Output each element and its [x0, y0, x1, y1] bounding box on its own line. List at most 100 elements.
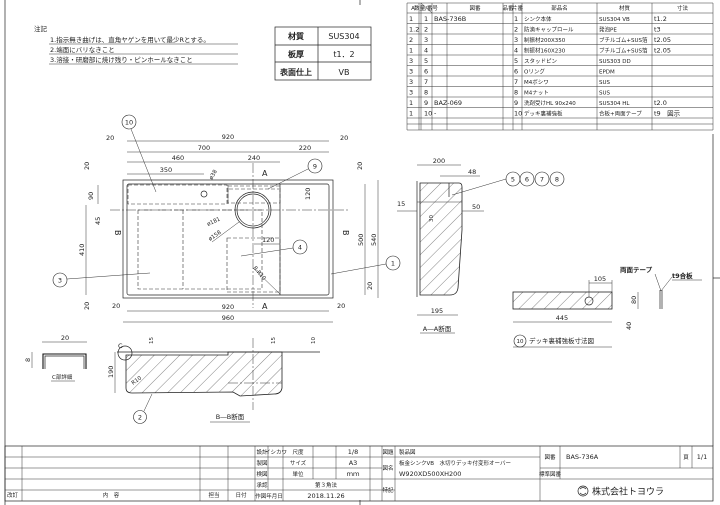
parts-row-7-col-quantity-number: 7: [424, 78, 428, 86]
dim-540: 540: [370, 234, 378, 246]
note-1: 1.指示無き曲げは、直角ヤゲンを用いて最少Rとする。: [50, 35, 210, 44]
parts-row-7-col-a: 3: [409, 78, 413, 86]
balloon-10-board: 10: [517, 339, 524, 345]
balloon-6: 6: [525, 176, 529, 184]
parts-row-1-col-quantity-number: 1: [424, 15, 428, 23]
material-label: 材質: [288, 31, 304, 41]
drawing-no-label: 図番: [544, 454, 556, 461]
designer-name: イシカワ: [265, 449, 287, 456]
dim-20-left-top: 20: [83, 162, 91, 170]
parts-header-col-a: A: [411, 6, 415, 12]
page-label: 頁: [683, 454, 689, 461]
bb-dim-15-right: 15: [271, 337, 277, 344]
drawn-date: 2018.11.26: [307, 492, 344, 500]
parts-row-5-col-material: SUS303 DD: [599, 59, 631, 65]
parts-row-1-col-size: t1.2: [654, 15, 667, 23]
parts-row-6-col-part-name: Oリング: [524, 68, 545, 76]
aa-dim-30: 30: [429, 215, 435, 222]
detail-c-dim-8: 8: [24, 358, 32, 362]
bb-dim-15-left: 15: [149, 337, 155, 344]
parts-row-6-col-quantity-number: 6: [424, 68, 428, 76]
drawn-date-label: 作図年月日: [255, 492, 283, 500]
parts-row-4-col-a: 1: [409, 47, 413, 55]
balloon-8: 8: [555, 176, 559, 184]
check-label: 検図: [256, 470, 268, 478]
parts-row-2-col-material: 発泡PE: [599, 26, 617, 34]
size-label: サイズ: [290, 459, 307, 467]
parts-row-7-col-piece-no: 7: [514, 78, 518, 86]
dim-20-top-right: 20: [340, 134, 348, 142]
parts-row-10-col-drawing-no: -: [434, 110, 437, 118]
thickness-label: 板厚: [288, 49, 304, 59]
section-a-a: 200 48 15 30 50 195 A―A断面 5 6 7 8: [397, 157, 565, 334]
size-value: A3: [349, 459, 358, 467]
approve-label: 承認: [256, 481, 268, 489]
parts-row-5-col-a: 3: [409, 57, 413, 65]
parts-header-col-drawing-no: 図番: [469, 5, 481, 12]
parts-header-col-part-code: 品番: [502, 5, 514, 12]
balloon-2: 2: [138, 414, 142, 422]
board-dim-105: 105: [594, 275, 606, 283]
dim-460: 460: [172, 154, 184, 162]
parts-header-col-size: 寸法: [677, 4, 689, 12]
unit-value: ｍｍ: [347, 470, 361, 478]
section-b-b: C 190 15 15 10 R10 2 B―B断面: [107, 337, 320, 424]
parts-row-9-col-size: t2.0: [654, 99, 667, 107]
parts-row-2-col-a: 1.2: [409, 26, 419, 34]
dim-410: 410: [78, 244, 86, 256]
dim-45: 45: [94, 217, 102, 225]
parts-row-5-col-part-name: スタッドピン: [524, 57, 558, 65]
aa-dim-195: 195: [431, 307, 443, 315]
unit-label: 単位: [292, 470, 304, 478]
parts-row-8-col-piece-no: 8: [514, 89, 518, 97]
drawing-name-line2: W920XD500XH200: [399, 470, 461, 478]
dim-90: 90: [87, 192, 95, 200]
balloon-7: 7: [540, 176, 544, 184]
dim-920-top: 920: [222, 133, 234, 141]
dim-20-right-top: 20: [356, 162, 364, 170]
parts-row-2-col-piece-no: 2: [514, 26, 518, 34]
parts-row-8-col-part-name: M4ナット: [524, 90, 549, 97]
note-2: 2.端面にバリなきこと: [50, 45, 115, 54]
parts-row-3-col-quantity-number: 3: [424, 36, 428, 44]
aa-dim-200: 200: [433, 157, 445, 165]
dim-20-top-left: 20: [106, 134, 114, 142]
parts-row-3-col-part-name: 制振材200X350: [524, 36, 566, 44]
parts-row-4-col-material: ブチルゴム+SUS箔: [599, 47, 648, 55]
balloon-1: 1: [391, 260, 395, 268]
aa-section-title: A―A断面: [423, 324, 452, 333]
parts-row-6-col-a: 3: [409, 68, 413, 76]
parts-row-10-col-part-name: デッキ裏補強板: [524, 110, 563, 118]
parts-row-4-col-quantity-number: 4: [424, 47, 428, 55]
parts-row-8-col-a: 3: [409, 89, 413, 97]
parts-row-3-col-piece-no: 3: [514, 36, 518, 44]
dim-20-left-bottom: 20: [83, 302, 91, 310]
section-mark-a-top: A: [262, 169, 268, 178]
sheet-frame: [4, 0, 720, 505]
parts-row-8-col-material: SUS: [599, 91, 611, 97]
parts-row-3-col-a: 2: [409, 36, 413, 44]
revision-label: 改訂: [7, 491, 19, 499]
thickness-value: t1．2: [333, 50, 354, 59]
dim-960: 960: [222, 314, 234, 322]
aa-dim-50: 50: [472, 203, 480, 211]
dim-920-bottom: 920: [222, 303, 234, 311]
parts-row-8-col-quantity-number: 8: [424, 89, 428, 97]
parts-row-2-col-size: t3: [654, 26, 661, 34]
parts-header-col-piece-no: 片番: [512, 4, 524, 12]
detail-c-title: C部詳細: [52, 373, 73, 381]
detail-c-dim-20: 20: [61, 334, 69, 342]
date-label: 日付: [235, 491, 247, 499]
parts-row-6-col-piece-no: 6: [514, 68, 518, 76]
content-label: 内 容: [103, 491, 120, 499]
parts-row-10-col-piece-no: 10: [514, 110, 522, 118]
balloon-4: 4: [298, 244, 302, 252]
bb-section-title: B―B断面: [216, 412, 245, 421]
parts-row-1-col-material: SUS304 VB: [599, 17, 630, 23]
parts-row-10-col-size: t9 図示: [654, 110, 681, 118]
parts-row-1-col-a: 1: [409, 15, 413, 23]
standard-drawing-no-label: 標準図番: [539, 470, 562, 478]
drawing-name-line1: 板金シンクVB 水切りデッキ付変形オーバー: [399, 459, 511, 467]
dim-700: 700: [198, 144, 210, 152]
